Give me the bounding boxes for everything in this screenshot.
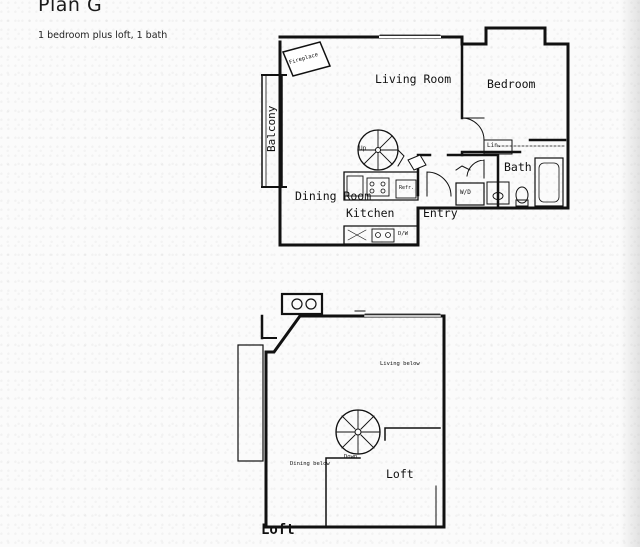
dishwasher-label: D/W: [398, 231, 408, 237]
bedroom-wall: [460, 42, 567, 210]
refrigerator-label: Refr.: [399, 185, 415, 191]
kitchen-sink: [371, 228, 395, 243]
entry-door: [426, 171, 452, 197]
linen-closet: [483, 139, 513, 155]
main-floor-plan: [261, 26, 570, 247]
toilet: [515, 186, 529, 204]
spiral-stair-up: [357, 129, 405, 171]
kitchen-label: Kitchen: [346, 206, 395, 220]
dining-room-label: Dining Room: [295, 190, 371, 202]
loft-railing: [325, 427, 441, 528]
living-below-label: Living below: [380, 361, 420, 368]
bath-sink: [486, 181, 510, 205]
entry-wall: [416, 153, 464, 197]
linen-label: Lin.: [487, 142, 502, 149]
spiral-stair-down: [335, 409, 381, 455]
living-room-text: Living Room: [375, 72, 452, 86]
living-room-label: Living Room: [375, 73, 451, 85]
loft-caption: Loft: [261, 522, 295, 538]
plan-title: Plan G: [38, 0, 103, 16]
bathtub: [534, 157, 564, 207]
dining-room-text: Dining Room: [295, 189, 372, 203]
washer-dryer-label: W/D: [460, 189, 471, 196]
stair-up-label: Up: [359, 145, 367, 152]
plan-subtitle: 1 bedroom plus loft, 1 bath: [38, 30, 168, 41]
refrigerator: [395, 179, 417, 199]
loft-chimney: [280, 292, 324, 316]
bedroom-door: [461, 117, 485, 141]
stove: [366, 177, 390, 197]
kitchen-lower-counter: [343, 225, 419, 245]
bath-door: [466, 159, 485, 179]
entry-label: Entry: [423, 206, 458, 220]
loft-exterior-wall: [264, 313, 446, 529]
washer-dryer: [455, 182, 485, 206]
fireplace-box: [281, 41, 332, 77]
loft-floor-plan: [237, 292, 446, 529]
dining-below-text: Dining below: [290, 461, 330, 467]
dining-below-label: Dining below: [290, 461, 330, 468]
kitchen-upper-counter: [343, 171, 419, 201]
balcony-label: Balcony: [265, 105, 278, 152]
page-edge-shadow: [620, 0, 640, 547]
bath-label: Bath: [504, 160, 532, 174]
loft-room-label: Loft: [386, 467, 414, 481]
balcony-below: [237, 344, 264, 462]
living-below-text: Living below: [380, 361, 420, 367]
stair-down-label: Down: [344, 454, 358, 460]
bedroom-label: Bedroom: [487, 77, 536, 91]
